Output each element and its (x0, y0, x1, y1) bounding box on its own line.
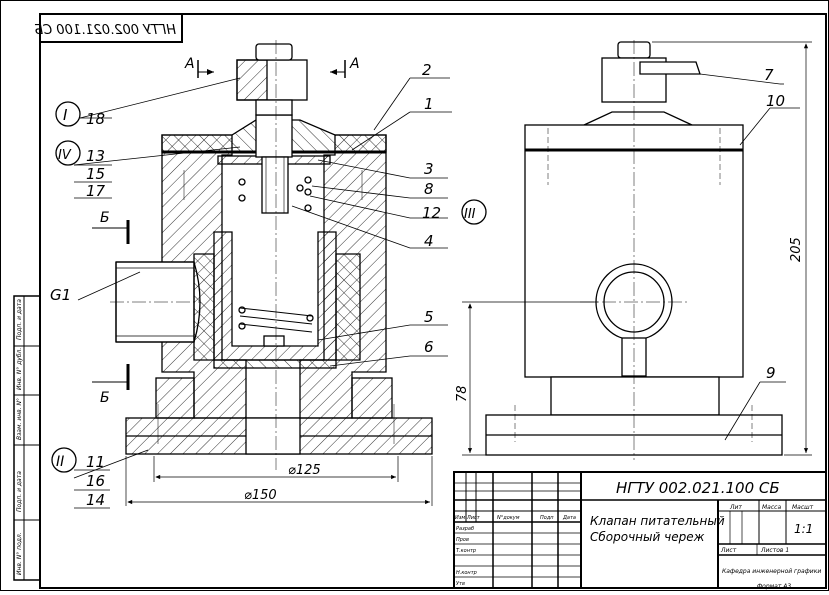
roman-4: IV (58, 148, 72, 163)
strip-label-2: Инв. N° дубл. (16, 348, 23, 390)
roman-2: II (56, 454, 64, 470)
callout-3: 3 (424, 160, 434, 178)
callout-15: 15 (86, 165, 105, 183)
callout-9: 9 (766, 364, 776, 382)
front-callouts (73, 77, 452, 509)
roman-circle-4 (55, 140, 81, 166)
dim-d125: ⌀125 (288, 463, 321, 478)
callout-2: 2 (422, 61, 432, 79)
title-row-tkontr: Т.контр (456, 548, 476, 554)
title-col-list: Лист (466, 515, 481, 521)
title-mass-header: Масса (762, 504, 781, 511)
title-organization: Кафедра инженерной графики (722, 568, 821, 575)
title-col-date: Дата (562, 515, 576, 521)
title-col-sign: Подп (540, 515, 554, 521)
dim-78: 78 (455, 385, 470, 402)
strip-label-1: Подп. и дата (16, 299, 23, 340)
callout-1: 1 (424, 95, 434, 113)
title-row-prov: Пров (456, 537, 469, 543)
roman-3: III (464, 207, 476, 222)
title-lit-header: Лит (729, 504, 742, 511)
callout-18: 18 (86, 110, 105, 128)
callout-7: 7 (764, 66, 774, 84)
title-block (453, 471, 827, 589)
thread-label: G1 (50, 286, 71, 304)
title-format: Формат А3 (757, 583, 791, 590)
title-row-utv: Утв (456, 581, 465, 587)
title-sheet: Лист (720, 547, 737, 554)
callout-5: 5 (424, 308, 434, 326)
front-dimensions (125, 456, 433, 506)
side-dimensions (462, 41, 812, 456)
callout-4: 4 (424, 232, 434, 250)
callout-14: 14 (86, 491, 105, 509)
callout-8: 8 (424, 180, 434, 198)
title-scale: 1:1 (794, 522, 813, 536)
title-name-line2: Сборочный череж (590, 530, 705, 544)
title-name-line1: Клапан питательный (590, 514, 725, 528)
mirrored-stamp-text: НГТУ 002.021.100 СБ (34, 23, 176, 38)
title-row-nkontr: Н.контр (456, 570, 477, 576)
left-binding-strip: Подп. и дата Инв. N° дубл. Взам. инв. N°… (13, 295, 41, 581)
title-col-izm: Изм (455, 515, 465, 521)
roman-1: I (63, 106, 68, 124)
title-row-razrab: Разраб (456, 526, 474, 532)
callout-16: 16 (86, 472, 105, 490)
title-sheets: Листов 1 (760, 547, 789, 554)
front-section-view (110, 40, 433, 470)
callout-13: 13 (86, 147, 105, 165)
strip-label-5: Инв. N° подл. (16, 532, 23, 575)
callout-17: 17 (86, 182, 106, 200)
callout-6: 6 (424, 338, 434, 356)
dim-d150: ⌀150 (244, 488, 277, 503)
section-b-top: Б (100, 210, 110, 226)
mirrored-stamp-box (39, 13, 183, 43)
section-a-markers: А А (184, 56, 360, 78)
roman-circle-1 (55, 101, 81, 127)
section-a-right: А (349, 56, 360, 72)
strip-label-3: Взам. инв. N° (16, 398, 23, 440)
strip-label-4: Подп. и дата (16, 471, 23, 512)
dim-205: 205 (789, 237, 804, 262)
title-scale-header: Масшт (792, 504, 814, 511)
roman-circle-2 (51, 447, 77, 473)
section-b-markers: Б Б (92, 210, 130, 406)
callout-10: 10 (766, 92, 785, 110)
title-designation: НГТУ 002.021.100 СБ (616, 479, 780, 497)
side-view (485, 40, 783, 460)
section-a-left: А (184, 56, 195, 72)
title-col-doc: N°докум (497, 515, 520, 521)
side-callouts (699, 73, 800, 441)
callout-11: 11 (86, 453, 105, 471)
callout-12: 12 (422, 204, 441, 222)
roman-circle-3 (461, 199, 487, 225)
section-b-bottom: Б (100, 390, 110, 406)
